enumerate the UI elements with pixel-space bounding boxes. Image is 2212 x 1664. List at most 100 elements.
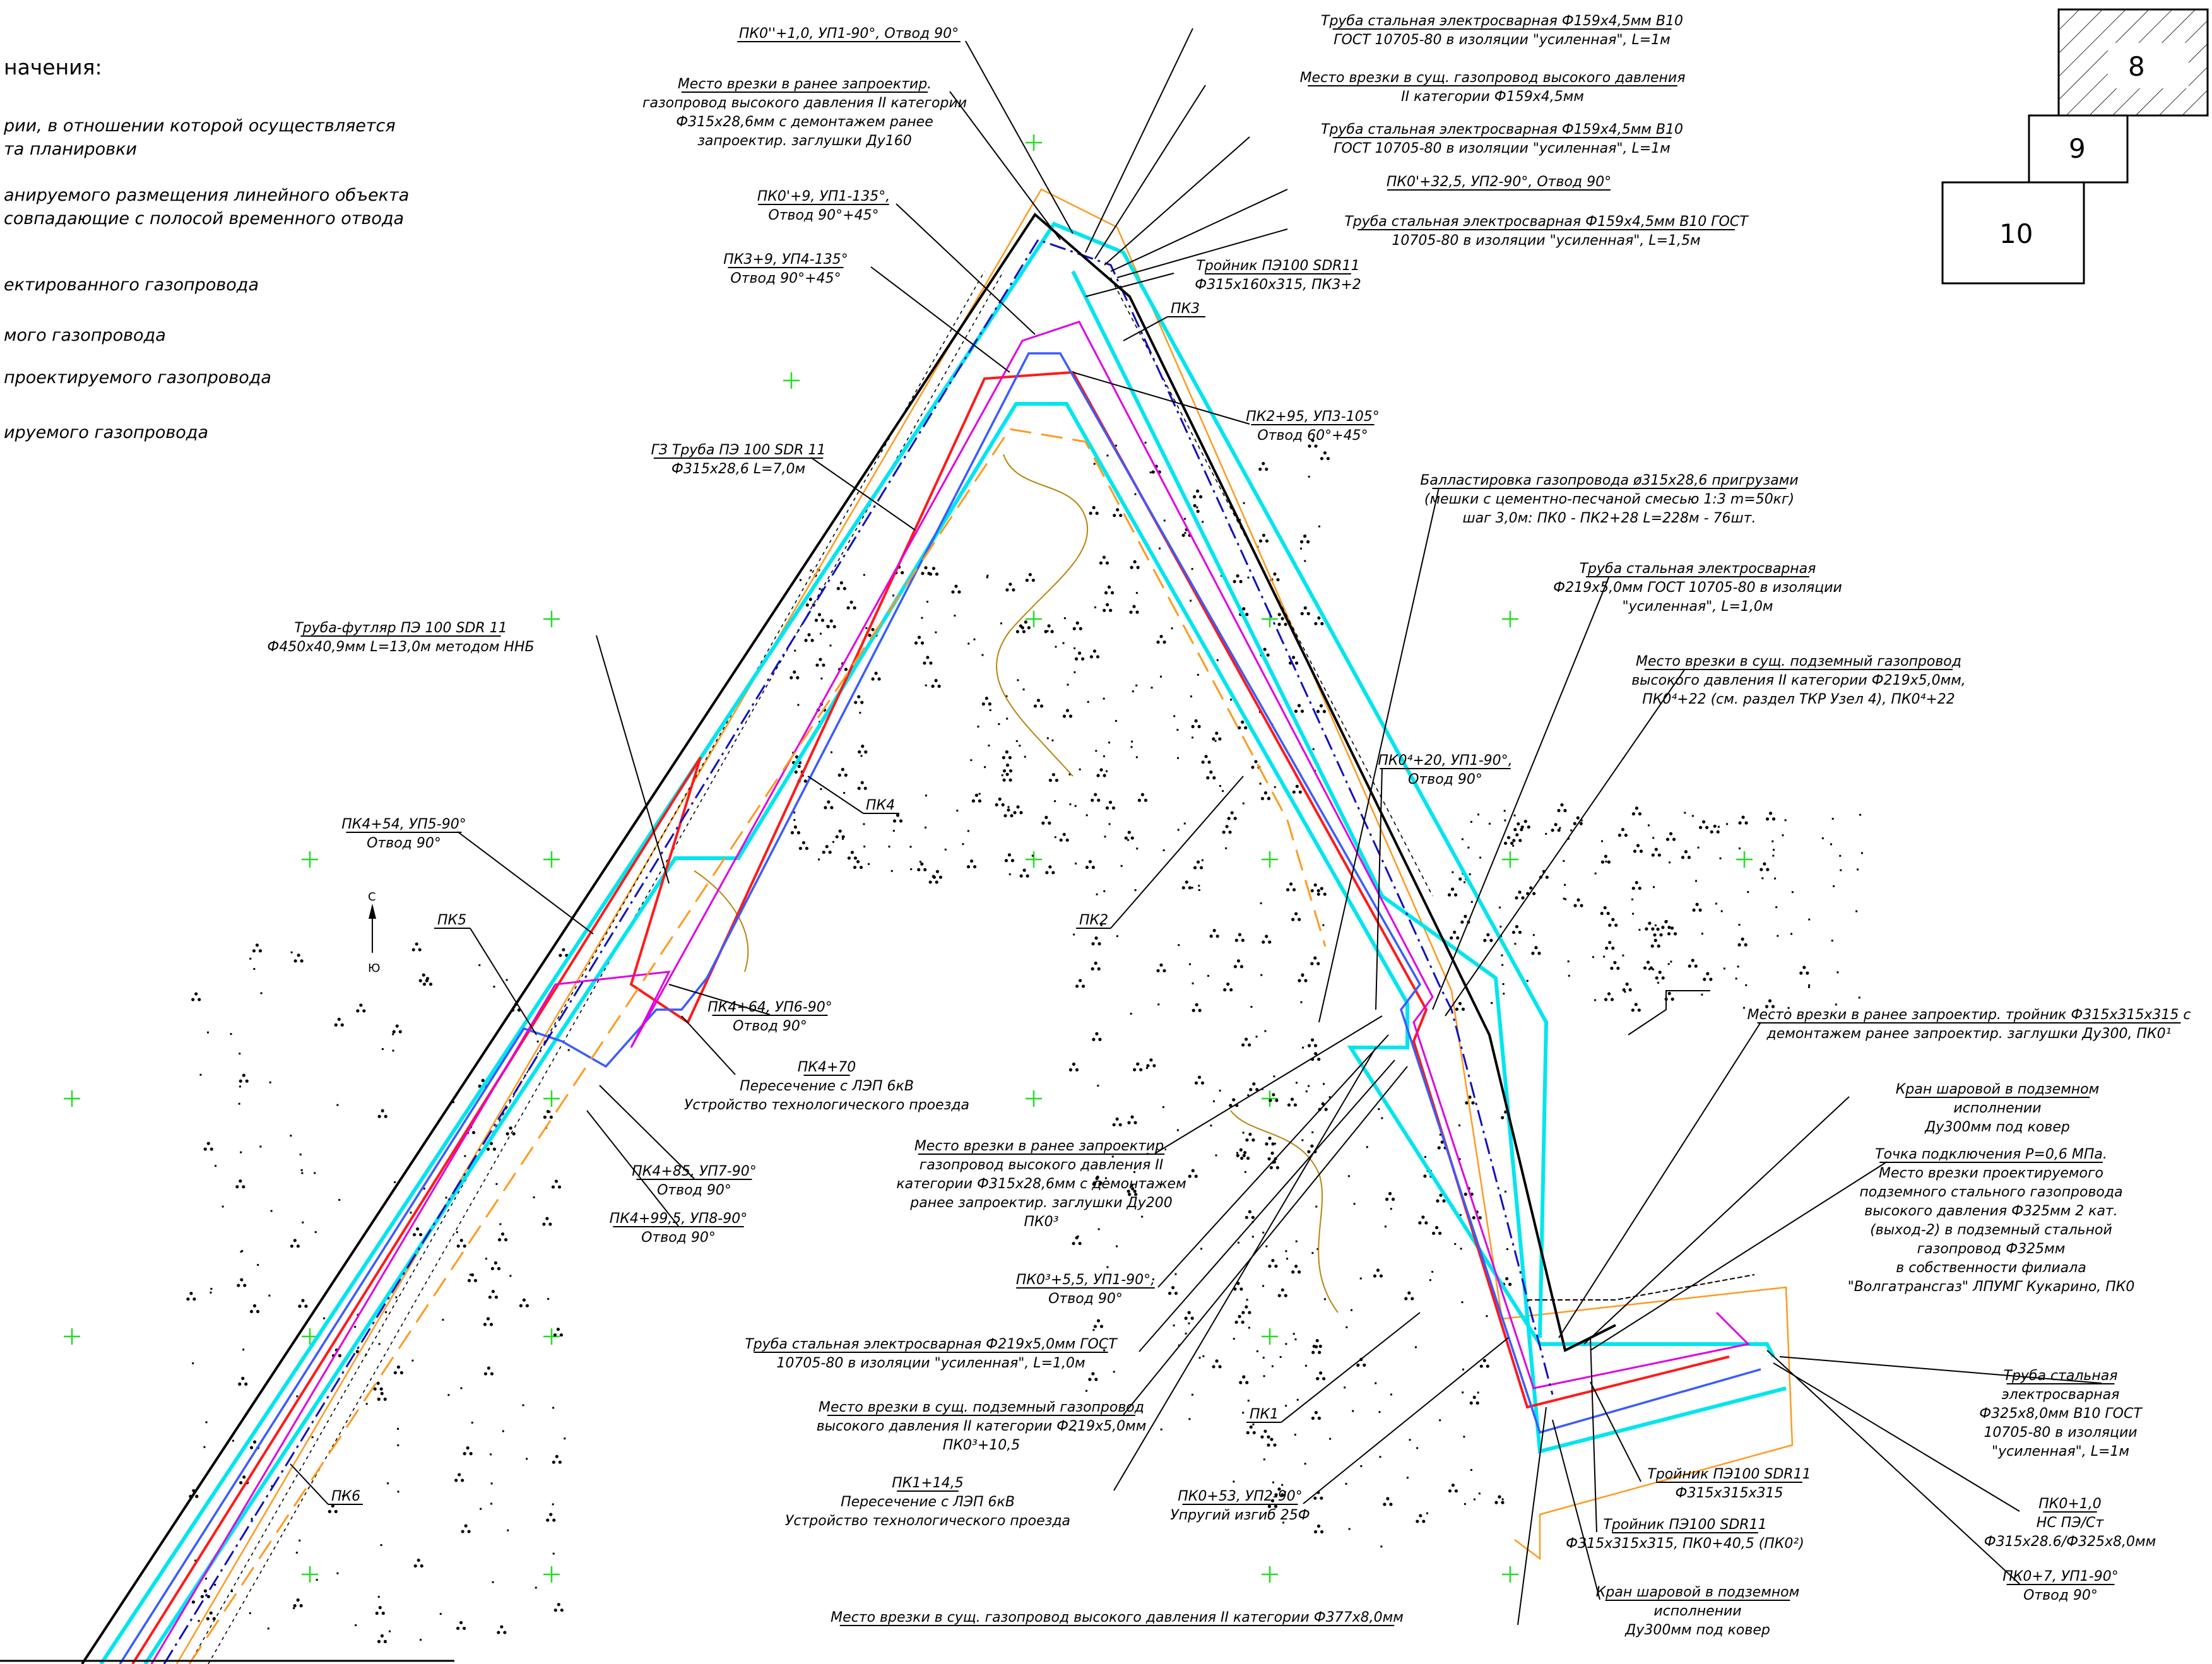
terrain-dot [860, 755, 863, 757]
terrain-dot [1063, 617, 1066, 620]
terrain-dot [1193, 495, 1197, 499]
terrain-dot [387, 1482, 389, 1485]
terrain-dot [1506, 1248, 1508, 1251]
terrain-dot [1486, 1364, 1489, 1368]
terrain-dot [989, 709, 991, 711]
terrain-dot [542, 1222, 546, 1226]
terrain-dot [1246, 1431, 1250, 1435]
terrain-dot [1366, 1146, 1368, 1148]
terrain-dot [470, 1273, 475, 1277]
terrain-dot [1523, 820, 1527, 823]
callout-text: высокого давления II категории Ф219х5,0м… [1631, 673, 1966, 688]
terrain-dot [892, 594, 895, 597]
terrain-dot [1141, 1215, 1144, 1218]
terrain-dot [503, 1631, 507, 1634]
terrain-dot [1198, 888, 1200, 891]
terrain-dot [1251, 765, 1255, 769]
terrain-dot [1637, 1008, 1641, 1012]
callout-c29: Место врезки в сущ. подземный газопровод… [817, 1066, 1408, 1453]
terrain-dot [1185, 880, 1188, 884]
callouts: ПК0''+1,0, УП1-90°, Отвод 90°Место врезк… [267, 13, 2191, 1638]
terrain-dot [385, 1311, 387, 1313]
terrain-dot [1424, 1155, 1426, 1158]
terrain-dot [1111, 1155, 1114, 1158]
leader-line [290, 1463, 329, 1505]
terrain-dot [205, 1421, 208, 1424]
terrain-dot [1462, 1391, 1464, 1394]
terrain-dot [1324, 1107, 1328, 1111]
terrain-dot [439, 1613, 442, 1615]
callout-text: (выход-2) в подземный стальной [1870, 1222, 2112, 1238]
terrain-dot [1618, 833, 1621, 837]
terrain-dot [1799, 971, 1803, 975]
terrain-dot [338, 1199, 341, 1201]
terrain-dot [545, 1217, 549, 1220]
terrain-dot [252, 1440, 257, 1444]
terrain-dot [797, 764, 801, 769]
terrain-dot [1554, 823, 1558, 827]
terrain-dot [377, 1397, 381, 1401]
terrain-dot [1434, 1225, 1439, 1230]
callout-leader [1590, 1381, 1641, 1482]
terrain-dot [1513, 828, 1517, 832]
terrain-dot [1225, 825, 1229, 829]
terrain-dot [1068, 773, 1071, 776]
terrain-dot [1274, 1142, 1276, 1145]
terrain-dot [206, 1595, 210, 1598]
terrain-dot [1464, 1192, 1467, 1196]
callout-text: ГОСТ 10705-80 в изоляции "усиленная", L=… [1334, 32, 1671, 48]
terrain-dot [1691, 815, 1694, 817]
terrain-dot [459, 1239, 463, 1242]
terrain-dot [1010, 814, 1014, 818]
terrain-dot [1274, 1504, 1278, 1508]
existing-gas-line-black [81, 212, 1616, 1664]
terrain-dot [1192, 982, 1194, 984]
terrain-dot [1271, 1365, 1274, 1367]
terrain-dot [1705, 825, 1709, 829]
terrain-dot [1710, 830, 1713, 834]
callout-text: ПК0³+5,5, УП1-90°, [1016, 1272, 1155, 1288]
terrain-dot [549, 1115, 553, 1119]
terrain-dot [1247, 1094, 1250, 1097]
terrain-dot [1486, 933, 1490, 936]
terrain-dot [1008, 756, 1012, 760]
terrain-dot [1314, 1410, 1318, 1415]
callout-text: исполнении [1953, 1100, 2041, 1116]
terrain-dot [1105, 770, 1108, 772]
terrain-dot [245, 1079, 249, 1083]
terrain-dot [1188, 1322, 1190, 1325]
legend-item: проектируемого газопровода [4, 368, 271, 387]
terrain-dot [490, 1453, 492, 1456]
terrain-dot [935, 572, 939, 576]
terrain-dot [1269, 1099, 1272, 1102]
terrain-dot [1419, 1514, 1422, 1518]
terrain-dot [506, 1132, 509, 1136]
terrain-dot [1046, 737, 1049, 740]
grid-crosses [64, 134, 1753, 1583]
terrain-dot [1404, 1297, 1408, 1301]
terrain-dot [396, 1365, 401, 1369]
terrain-dot [1307, 1150, 1311, 1154]
callout-leader [1139, 1059, 1395, 1352]
terrain-dot [1455, 1007, 1459, 1011]
terrain-dot [1518, 839, 1522, 842]
callout-leader [1432, 575, 1610, 1010]
terrain-dot [1667, 926, 1671, 929]
terrain-dot [969, 859, 974, 863]
terrain-dot [1520, 828, 1523, 832]
terrain-dot [556, 1327, 560, 1331]
terrain-dot [1025, 578, 1029, 582]
terrain-dot [857, 786, 861, 790]
terrain-dot [1295, 1240, 1298, 1242]
terrain-dot [1096, 893, 1098, 895]
terrain-dot [1391, 1197, 1395, 1201]
terrain-dot [1191, 887, 1193, 889]
terrain-dot [1611, 918, 1615, 921]
terrain-dot [1360, 1465, 1363, 1467]
callout-leader [596, 635, 670, 884]
terrain-dot [483, 1323, 487, 1326]
terrain-dot [488, 1295, 492, 1299]
callout-text: Место врезки в ранее запроектир. [678, 76, 932, 92]
terrain-dot [1099, 1325, 1104, 1328]
